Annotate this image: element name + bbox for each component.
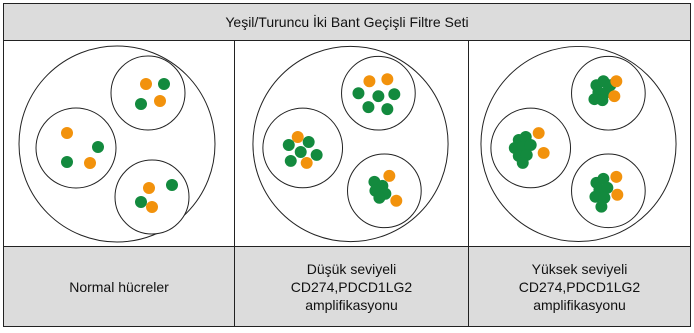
- green-signal: [158, 78, 170, 90]
- figure-title: Yeşil/Turuncu İki Bant Geçişli Filtre Se…: [225, 14, 469, 30]
- orange-signal: [390, 194, 403, 207]
- orange-signal: [532, 127, 545, 140]
- orange-signal: [84, 157, 96, 169]
- orange-signal: [146, 201, 158, 213]
- green-signal: [135, 98, 147, 110]
- orange-signal: [611, 188, 624, 201]
- orange-signal: [140, 78, 152, 90]
- green-signal: [597, 172, 610, 185]
- green-signal: [595, 200, 608, 213]
- green-signal: [362, 101, 375, 114]
- green-signal: [135, 196, 147, 208]
- green-signal: [61, 156, 73, 168]
- normal-cells-diagram: [18, 45, 216, 243]
- green-signal: [302, 136, 315, 148]
- figure-header: Yeşil/Turuncu İki Bant Geçişli Filtre Se…: [4, 4, 690, 41]
- green-signal: [282, 139, 295, 151]
- green-signal: [524, 139, 537, 151]
- orange-signal: [537, 146, 550, 159]
- green-signal: [352, 87, 365, 100]
- orange-signal: [143, 182, 155, 194]
- orange-signal: [61, 127, 73, 139]
- green-signal: [381, 103, 394, 116]
- orange-signal: [154, 95, 166, 107]
- orange-signal: [381, 73, 394, 86]
- green-signal: [388, 88, 401, 101]
- panel-normal: [4, 41, 234, 246]
- orange-signal: [383, 169, 396, 182]
- high-amplification-diagram: [480, 45, 677, 243]
- green-signal: [601, 181, 614, 194]
- orange-signal: [610, 75, 623, 88]
- green-signal: [598, 191, 611, 204]
- nucleus-bottom: [114, 159, 190, 235]
- orange-signal: [300, 156, 313, 169]
- green-signal: [284, 154, 297, 167]
- green-signal: [310, 148, 323, 161]
- orange-signal: [291, 131, 304, 144]
- caption-low-amplification: Düşük seviyeli CD274,PDCD1LG2 amplifikas…: [234, 247, 468, 326]
- green-signal: [589, 190, 602, 203]
- green-signal: [92, 141, 104, 153]
- figure-table: Yeşil/Turuncu İki Bant Geçişli Filtre Se…: [3, 3, 691, 327]
- orange-signal: [608, 90, 621, 103]
- nucleus-top: [110, 55, 186, 131]
- caption-row: Normal hücreler Düşük seviyeli CD274,PDC…: [4, 246, 690, 326]
- green-signal: [166, 179, 178, 191]
- green-signal: [516, 156, 529, 169]
- green-signal: [294, 145, 307, 158]
- caption-normal: Normal hücreler: [69, 278, 169, 295]
- panel-low-amplification: [234, 41, 468, 246]
- nucleus-left: [35, 107, 117, 189]
- green-signal: [596, 94, 609, 107]
- orange-signal: [610, 170, 623, 183]
- caption-high-amplification: Yüksek seviyeli CD274,PDCD1LG2 amplifika…: [468, 247, 690, 326]
- panel-row: [4, 41, 690, 246]
- low-amplification-diagram: [252, 45, 449, 243]
- green-signal: [372, 90, 385, 103]
- green-signal: [373, 191, 386, 204]
- panel-high-amplification: [468, 41, 690, 246]
- orange-signal: [363, 75, 376, 88]
